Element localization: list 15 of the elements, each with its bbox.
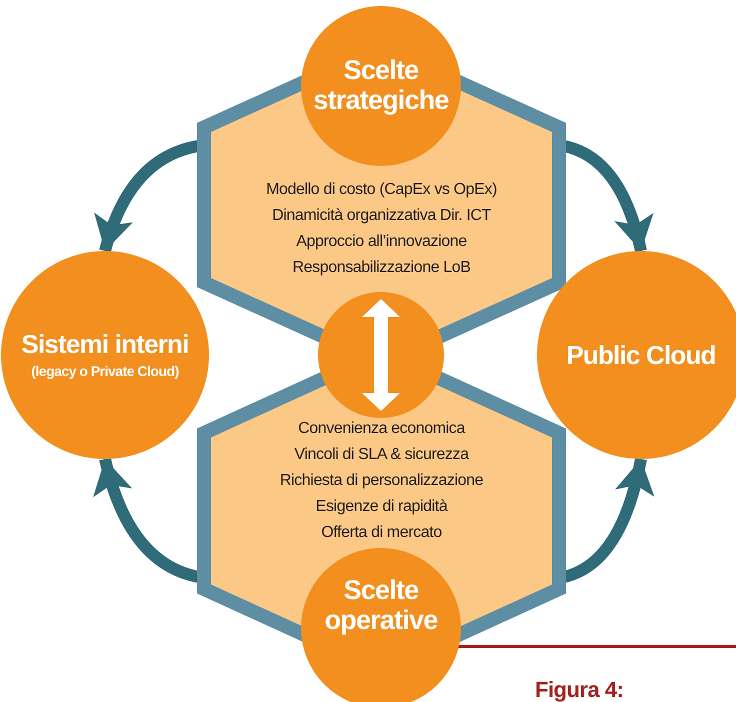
node-title: Scelte strategiche	[312, 56, 450, 116]
list-item: Richiesta di personalizzazione	[280, 471, 484, 490]
list-item: Esigenze di rapidità	[316, 497, 448, 516]
list-item: Modello di costo (CapEx vs OpEx)	[266, 180, 497, 199]
figure-caption: Figura 4:	[535, 677, 624, 702]
node-title: Sistemi interni	[21, 330, 189, 358]
node-title: Public Cloud	[566, 340, 716, 370]
list-item: Offerta di mercato	[321, 523, 442, 542]
list-item: Responsabilizzazione LoB	[292, 258, 471, 277]
node-title: Scelte operative	[324, 576, 438, 636]
list-item: Vincoli di SLA & sicurezza	[294, 445, 469, 464]
node-subtitle: (legacy o Private Cloud)	[31, 362, 179, 380]
list-item: Convenienza economica	[298, 419, 465, 438]
list-item: Dinamicità organizzativa Dir. ICT	[272, 206, 491, 225]
list-item: Approccio all’innovazione	[296, 232, 467, 251]
